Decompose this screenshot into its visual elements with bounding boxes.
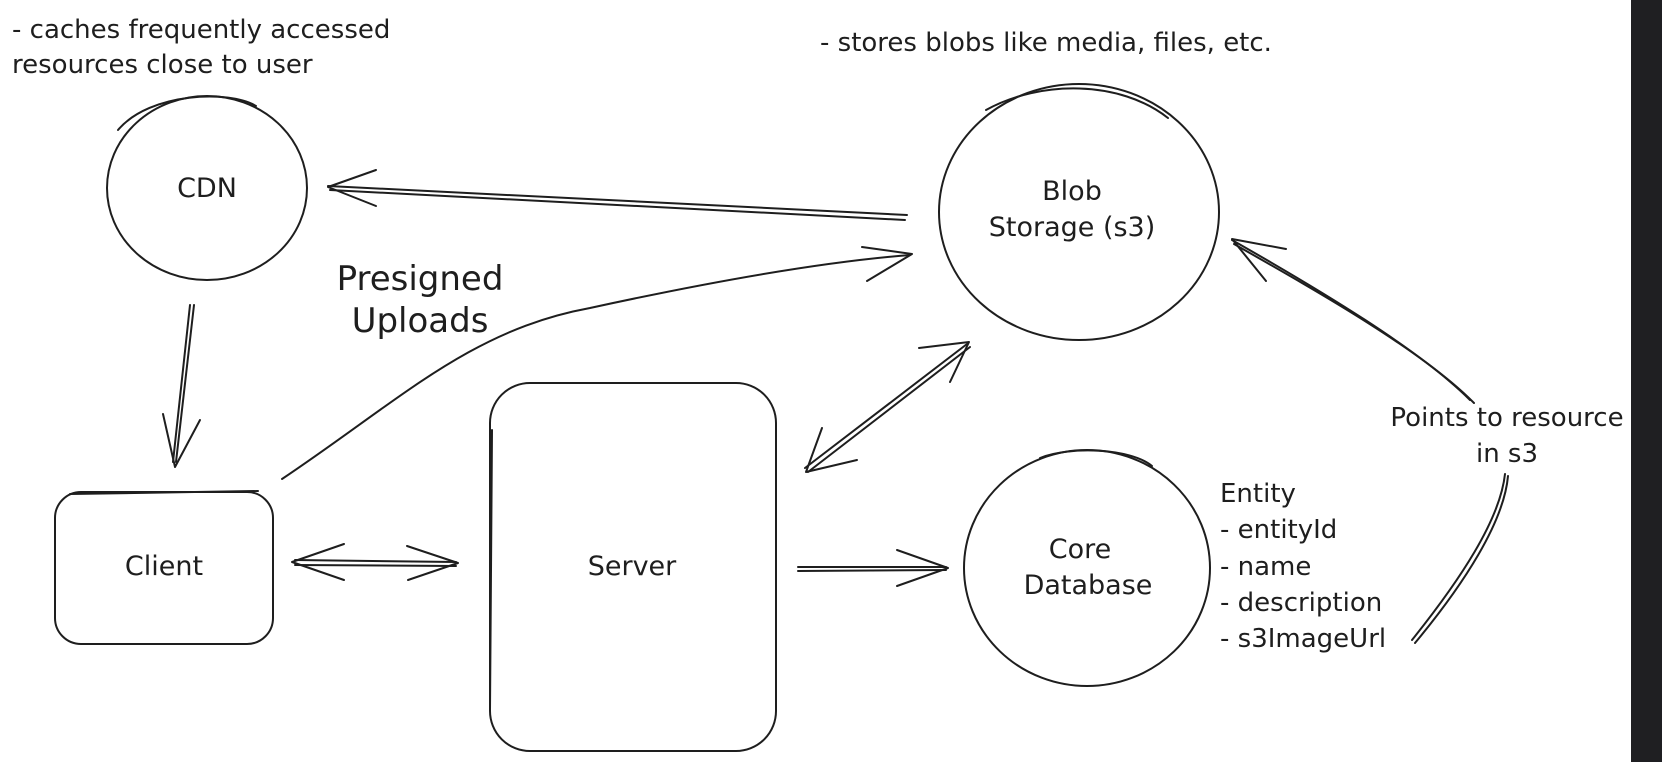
cdn-note-line2: resources close to user bbox=[12, 50, 313, 80]
core-database-node[interactable]: Core Database bbox=[963, 449, 1211, 687]
blob-label-line2: Storage (s3) bbox=[989, 212, 1156, 243]
points-to-resource-label-line1: Points to resource bbox=[1390, 403, 1623, 433]
db-circle-overstroke bbox=[1039, 449, 1153, 467]
entity-title: Entity bbox=[1220, 479, 1296, 509]
entity-field: - name bbox=[1220, 552, 1311, 582]
points-to-resource-label-line2: in s3 bbox=[1476, 439, 1538, 469]
arrow-presigned-upload bbox=[281, 246, 913, 480]
client-node[interactable]: Client bbox=[54, 490, 274, 645]
blob-circle-overstroke bbox=[985, 87, 1169, 119]
arrow-server-to-database bbox=[797, 549, 949, 587]
db-label-line1: Core bbox=[1049, 534, 1112, 565]
server-box-overstroke bbox=[489, 429, 493, 711]
cdn-circle-overstroke bbox=[117, 95, 257, 131]
arrow-s3url-to-blob bbox=[1231, 238, 1509, 644]
arrow-server-blob bbox=[804, 341, 971, 473]
client-label: Client bbox=[125, 551, 203, 582]
vertical-scrollbar[interactable] bbox=[1631, 0, 1662, 762]
client-box-overstroke bbox=[69, 490, 259, 495]
presigned-uploads-label-line1: Presigned bbox=[337, 259, 504, 299]
blob-storage-circle bbox=[938, 83, 1220, 341]
presigned-uploads-label-line2: Uploads bbox=[352, 301, 489, 341]
cdn-label: CDN bbox=[177, 173, 237, 204]
server-node[interactable]: Server bbox=[489, 382, 777, 752]
blob-note: - stores blobs like media, files, etc. bbox=[820, 28, 1272, 58]
arrow-cdn-to-client bbox=[162, 304, 201, 468]
core-database-circle bbox=[963, 449, 1211, 687]
server-box bbox=[489, 382, 777, 752]
diagram-canvas: - caches frequently accessed resources c… bbox=[12, 15, 1624, 752]
cdn-note-line1: - caches frequently accessed bbox=[12, 15, 390, 45]
db-label-line2: Database bbox=[1024, 570, 1153, 601]
diagram-svg: - caches frequently accessed resources c… bbox=[12, 15, 1624, 752]
arrow-blob-to-cdn bbox=[327, 169, 908, 221]
cdn-node[interactable]: CDN bbox=[106, 95, 308, 281]
blob-storage-node[interactable]: Blob Storage (s3) bbox=[938, 83, 1220, 341]
entity-field: - description bbox=[1220, 588, 1382, 618]
blob-label-line1: Blob bbox=[1042, 176, 1102, 207]
arrow-client-server bbox=[291, 543, 459, 581]
server-label: Server bbox=[588, 551, 677, 582]
entity-field: - s3ImageUrl bbox=[1220, 624, 1386, 654]
entity-field: - entityId bbox=[1220, 515, 1337, 545]
entity-schema: Entity - entityId - name - description -… bbox=[1220, 479, 1386, 654]
